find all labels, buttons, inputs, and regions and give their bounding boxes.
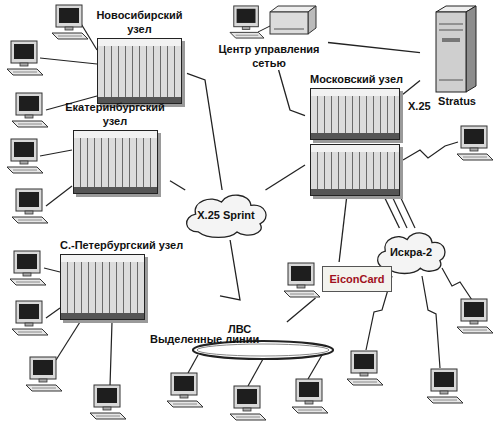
network-node: X.25 Sprint xyxy=(180,190,272,240)
control-center-icon xyxy=(210,2,328,42)
adapter-card: EiconCard xyxy=(322,266,392,292)
note-label: Выделенные линии xyxy=(150,332,259,346)
terminal-wires xyxy=(40,22,472,386)
rack-unit xyxy=(310,144,400,196)
computer-icon xyxy=(282,262,322,298)
node-label: Новосибирский узел xyxy=(92,8,187,36)
link-line xyxy=(403,80,420,94)
network-node: Екатеринбургский узел xyxy=(60,100,170,194)
link-line xyxy=(384,196,400,228)
network-node: С.-Петербургский узел xyxy=(60,238,220,320)
pc-with-card: EiconCard xyxy=(282,262,392,298)
network-node: Центр управления сетью xyxy=(210,2,328,70)
edge-label: X.25 xyxy=(406,99,433,113)
network-cloud: X.25 Sprint xyxy=(180,190,272,240)
link-line xyxy=(279,70,305,116)
link-line xyxy=(170,181,185,190)
network-node: EiconCard xyxy=(282,262,392,298)
link-line xyxy=(328,43,420,53)
rack-unit xyxy=(97,38,182,104)
rack-unit xyxy=(310,88,400,140)
terminals xyxy=(7,5,493,420)
node-label: С.-Петербургский узел xyxy=(60,238,220,252)
node-label: EiconCard xyxy=(329,272,384,286)
server-tower xyxy=(434,4,478,94)
rack-unit xyxy=(60,254,145,320)
node-label: X.25 Sprint xyxy=(197,208,254,222)
link-line xyxy=(339,196,347,262)
link-line xyxy=(220,240,240,300)
link-line xyxy=(187,73,222,190)
link-line xyxy=(287,298,316,322)
node-label: Искра-2 xyxy=(390,245,432,259)
network-node: Новосибирский узел xyxy=(92,8,187,104)
rack-unit xyxy=(73,130,158,194)
node-label: Московский узел xyxy=(305,72,403,86)
network-node: Stratus xyxy=(420,4,480,108)
node-label: Центр управления сетью xyxy=(210,42,328,70)
node-label: Екатеринбургский узел xyxy=(60,100,170,128)
link-line xyxy=(266,165,306,190)
network-node: Московский узел xyxy=(305,72,403,196)
